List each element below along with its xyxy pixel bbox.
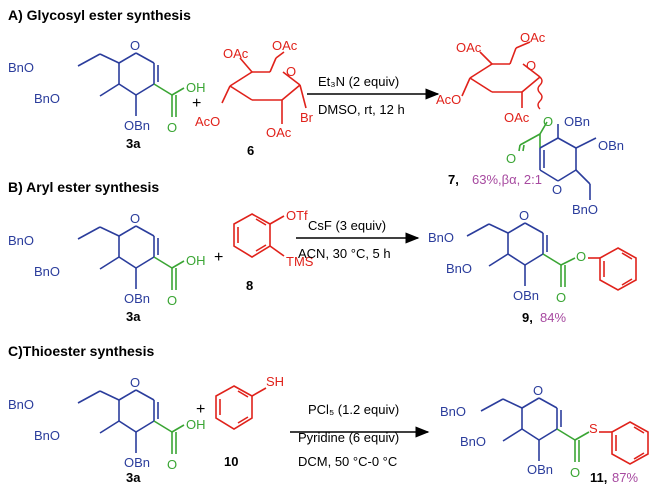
product-yield: 84%	[540, 310, 566, 325]
compound-number: 9,	[522, 310, 533, 325]
bno-label: BnO	[428, 230, 454, 245]
compound-number: 8	[246, 278, 253, 293]
ring-oxygen-label: O	[130, 375, 140, 390]
ring-oxygen-label: O	[526, 58, 536, 73]
compound-number: 10	[224, 454, 238, 469]
thiophenol-10-structure	[215, 385, 267, 430]
bno-label: BnO	[446, 261, 472, 276]
obn-label: OBn	[527, 462, 553, 477]
condition-line: DMSO, rt, 12 h	[318, 102, 405, 117]
oac-label: OAc	[266, 125, 292, 140]
bno-label: BnO	[34, 428, 60, 443]
obn-label: OBn	[124, 455, 150, 470]
bno-label: BnO	[440, 404, 466, 419]
obn-label: OBn	[124, 291, 150, 306]
oac-label: OAc	[520, 30, 546, 45]
section-a-header: A) Glycosyl ester synthesis	[8, 7, 191, 23]
carbonyl-oxygen-label: O	[167, 120, 177, 135]
hydroxyl-label: OH	[186, 417, 206, 432]
bno-label: BnO	[8, 60, 34, 75]
bno-label: BnO	[572, 202, 598, 217]
obn-label: OBn	[564, 114, 590, 129]
ester-oxygen-label: O	[543, 114, 553, 129]
ring-oxygen-label: O	[286, 64, 296, 79]
bromine-label: Br	[300, 110, 314, 125]
reactant-3a-structure-c	[77, 389, 159, 453]
obn-label: OBn	[598, 138, 624, 153]
condition-line: DCM, 50 °C-0 °C	[298, 454, 397, 469]
compound-number: 7,	[448, 172, 459, 187]
carbonyl-oxygen-label: O	[167, 457, 177, 472]
condition-line: Pyridine (6 equiv)	[298, 430, 399, 445]
ester-oxygen-label: O	[576, 249, 586, 264]
carbonyl-oxygen-label: O	[556, 290, 566, 305]
oac-label: OAc	[223, 46, 249, 61]
aco-label: AcO	[195, 114, 220, 129]
condition-line: PCl₅ (1.2 equiv)	[308, 402, 399, 417]
compound-number: 3a	[126, 136, 141, 151]
tms-label: TMS	[286, 254, 314, 269]
reactant-3a-structure-b	[77, 225, 159, 289]
bno-label: BnO	[34, 91, 60, 106]
product-yield: 63%,βα, 2:1	[472, 172, 542, 187]
plus-sign: +	[196, 401, 205, 418]
product-9-glycal	[466, 222, 548, 286]
condition-line: CsF (3 equiv)	[308, 218, 386, 233]
ring-oxygen-label: O	[130, 211, 140, 226]
thiol-label: SH	[266, 374, 284, 389]
carboxyl-group-b	[153, 256, 185, 290]
condition-line: Et₃N (2 equiv)	[318, 74, 399, 89]
carboxyl-group-a	[153, 83, 185, 117]
phenyl-ring-11	[599, 421, 649, 465]
compound-number: 11,	[590, 470, 607, 485]
phenyl-ring-9	[588, 247, 637, 291]
product-yield: 87%	[612, 470, 638, 485]
sulfur-label: S	[589, 421, 598, 436]
obn-label: OBn	[513, 288, 539, 303]
carbonyl-oxygen-label: O	[167, 293, 177, 308]
ring-oxygen-label: O	[519, 208, 529, 223]
product-7-glycal	[539, 124, 597, 200]
section-c-header: C)Thioester synthesis	[8, 343, 154, 359]
oac-label: OAc	[504, 110, 530, 125]
bno-label: BnO	[8, 397, 34, 412]
plus-sign: +	[214, 249, 223, 266]
glycosyl-bromide-6-structure	[221, 51, 307, 124]
compound-number: 6	[247, 143, 254, 158]
hydroxyl-label: OH	[186, 80, 206, 95]
ring-oxygen-label: O	[130, 38, 140, 53]
oac-label: OAc	[456, 40, 482, 55]
plus-sign: +	[192, 95, 201, 112]
compound-number: 3a	[126, 470, 141, 485]
triflate-label: OTf	[286, 208, 308, 223]
bno-label: BnO	[460, 434, 486, 449]
hydroxyl-label: OH	[186, 253, 206, 268]
bno-label: BnO	[8, 233, 34, 248]
product-7-ester-linker	[518, 121, 548, 152]
carbonyl-oxygen-label: O	[506, 151, 516, 166]
aryne-precursor-8-structure	[233, 213, 285, 258]
product-7-sugar	[461, 41, 541, 108]
ring-oxygen-label: O	[533, 383, 543, 398]
obn-label: OBn	[124, 118, 150, 133]
ring-oxygen-label: O	[552, 182, 562, 197]
product-11-thioester	[556, 428, 590, 462]
product-11-glycal	[480, 397, 562, 461]
carbonyl-oxygen-label: O	[570, 465, 580, 480]
section-b-header: B) Aryl ester synthesis	[8, 179, 159, 195]
anomeric-wavy-bond	[537, 76, 543, 110]
condition-line: ACN, 30 °C, 5 h	[298, 246, 391, 261]
carboxyl-group-c	[153, 420, 185, 454]
compound-number: 3a	[126, 309, 141, 324]
oac-label: OAc	[272, 38, 298, 53]
reactant-3a-structure-a	[77, 52, 159, 116]
product-9-ester	[542, 253, 576, 287]
bno-label: BnO	[34, 264, 60, 279]
aco-label: AcO	[436, 92, 461, 107]
